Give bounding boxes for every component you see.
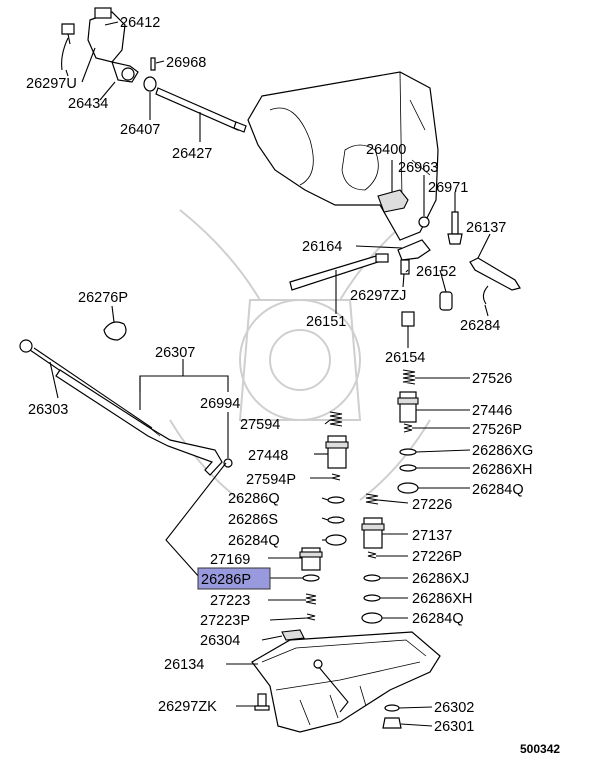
bolt-26297ZJ [400, 259, 410, 275]
lever-26137 [469, 257, 521, 291]
spring-27223 [305, 593, 317, 605]
label-26134[interactable]: 26134 [164, 657, 204, 673]
oring-26286XH-2 [363, 594, 381, 602]
watermark-emblem [169, 209, 431, 501]
lever-26164 [397, 239, 431, 261]
label-26427[interactable]: 26427 [172, 146, 212, 162]
label-26286XJ[interactable]: 26286XJ [412, 571, 469, 587]
label-26137[interactable]: 26137 [466, 220, 506, 236]
label-26286S[interactable]: 26286S [228, 512, 278, 528]
label-27448[interactable]: 27448 [248, 448, 288, 464]
spring-27223P [306, 613, 316, 621]
label-26286XH-2[interactable]: 26286XH [412, 591, 472, 607]
clip-26284 [482, 285, 489, 305]
label-27169[interactable]: 27169 [210, 552, 250, 568]
label-27223P[interactable]: 27223P [200, 613, 250, 629]
spring-27526 [402, 369, 416, 385]
label-26284Q-c[interactable]: 26284Q [412, 611, 464, 627]
label-26412[interactable]: 26412 [120, 15, 160, 31]
label-26164[interactable]: 26164 [302, 239, 342, 255]
spring-27594 [329, 411, 343, 427]
label-26963[interactable]: 26963 [398, 160, 438, 176]
label-27223[interactable]: 27223 [210, 593, 250, 609]
label-26284Q-b[interactable]: 26284Q [228, 533, 280, 549]
label-26434[interactable]: 26434 [68, 96, 108, 112]
ring-26284Q-b [325, 534, 347, 546]
drain-plug-26301 [382, 717, 402, 729]
label-27226[interactable]: 27226 [412, 497, 452, 513]
label-27594[interactable]: 27594 [240, 417, 280, 433]
spring-27226P [367, 551, 377, 559]
rod-end [375, 253, 389, 263]
ring-26284Q-a [397, 482, 419, 494]
spring-27526P [403, 423, 413, 433]
label-26307[interactable]: 26307 [155, 345, 195, 361]
leader-lines [49, 21, 491, 727]
label-26304[interactable]: 26304 [200, 633, 240, 649]
label-26968[interactable]: 26968 [166, 55, 206, 71]
oring-26286P [302, 574, 320, 582]
washer-26302 [384, 704, 400, 712]
label-26151[interactable]: 26151 [306, 314, 346, 330]
spring-27226 [365, 493, 379, 505]
label-27526[interactable]: 27526 [472, 371, 512, 387]
label-26407[interactable]: 26407 [120, 122, 160, 138]
label-26301[interactable]: 26301 [434, 719, 474, 735]
label-26276P[interactable]: 26276P [78, 290, 128, 306]
label-26154[interactable]: 26154 [385, 350, 425, 366]
oring-26286Q [327, 496, 345, 504]
oring-26286XJ [363, 574, 381, 582]
shaft-26427 [155, 87, 247, 133]
oring-26286S [327, 516, 345, 524]
label-26286XH[interactable]: 26286XH [472, 462, 532, 478]
label-27446[interactable]: 27446 [472, 403, 512, 419]
bolt-26971 [447, 211, 463, 245]
label-26286P[interactable]: 26286P [201, 572, 251, 588]
bushing-26154 [401, 311, 415, 327]
oring-26994 [223, 458, 233, 468]
piston-27446 [397, 391, 419, 423]
label-27594P[interactable]: 27594P [246, 472, 296, 488]
label-26284Q-a[interactable]: 26284Q [472, 482, 524, 498]
seal-26407 [143, 76, 157, 92]
label-26303[interactable]: 26303 [28, 402, 68, 418]
label-27226P[interactable]: 27226P [412, 549, 462, 565]
spring-27594P [331, 473, 341, 481]
part-labels: 26412 26968 26297U 26434 26407 26427 264… [26, 15, 560, 756]
label-26994[interactable]: 26994 [200, 396, 240, 412]
label-26297ZK[interactable]: 26297ZK [158, 699, 217, 715]
filler-tube-26307 [55, 369, 223, 476]
label-27137[interactable]: 27137 [412, 528, 452, 544]
piston-27169 [299, 547, 323, 571]
ring-26284Q-c [361, 612, 383, 624]
label-26297ZJ[interactable]: 26297ZJ [350, 288, 406, 304]
pin-26152 [439, 291, 453, 311]
clamp-26276P [103, 321, 127, 341]
nut-26963 [418, 216, 430, 228]
bracket-26400 [377, 189, 409, 213]
transmission-case [247, 71, 439, 241]
label-26971[interactable]: 26971 [428, 180, 468, 196]
label-26400[interactable]: 26400 [366, 142, 406, 158]
shift-switch [61, 7, 139, 83]
label-26286Q[interactable]: 26286Q [228, 491, 280, 507]
label-26302[interactable]: 26302 [434, 700, 474, 716]
oring-26286XH [399, 464, 417, 472]
oring-26286XG [399, 448, 417, 456]
highlight-box [197, 567, 271, 590]
piston-27137 [361, 517, 385, 549]
label-27526P[interactable]: 27526P [472, 422, 522, 438]
label-26284[interactable]: 26284 [460, 318, 500, 334]
magnet-26304 [281, 629, 305, 641]
piston-27448 [325, 435, 349, 469]
label-26297U[interactable]: 26297U [26, 76, 77, 92]
oil-pan-26134 [251, 631, 441, 733]
pin-26968 [150, 57, 156, 71]
rod-26151 [289, 255, 379, 291]
label-26286XG[interactable]: 26286XG [472, 443, 533, 459]
reference-number: 500342 [520, 742, 560, 756]
label-26152[interactable]: 26152 [416, 264, 456, 280]
bolt-26297ZK [254, 693, 270, 711]
